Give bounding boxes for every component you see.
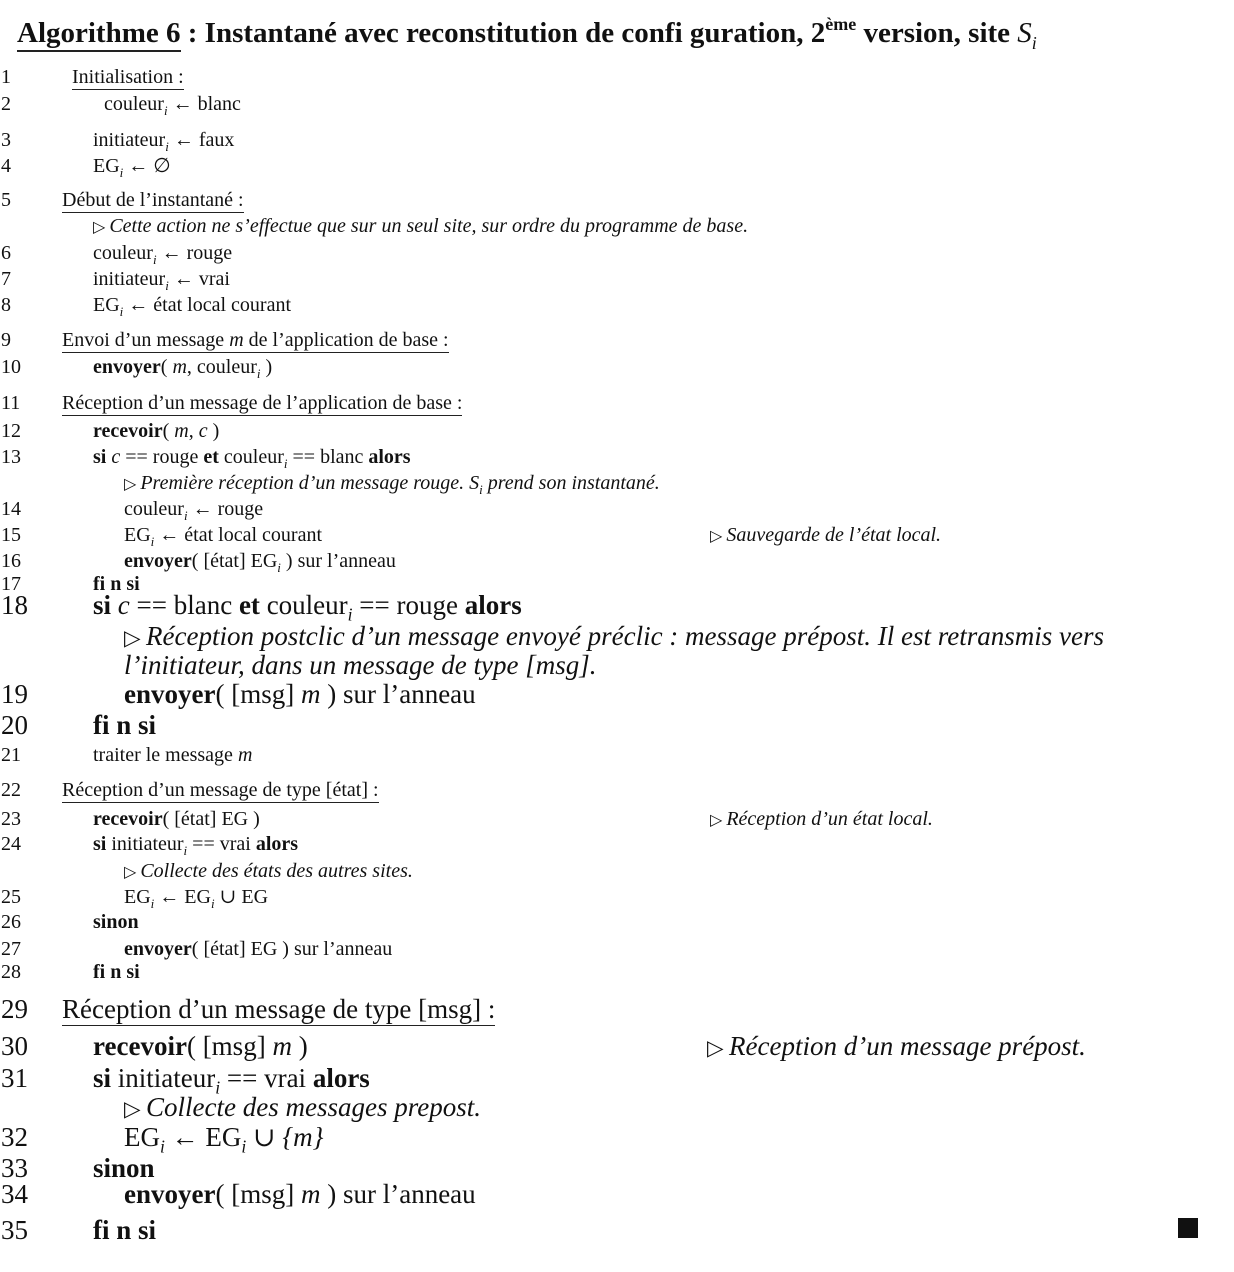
- comment-triangle-icon: ▷: [124, 476, 141, 493]
- line-number: 7: [1, 268, 11, 290]
- line-number: 29: [1, 994, 28, 1024]
- code-line-4: EGi ← ∅: [93, 155, 171, 180]
- comment-triangle-icon: ▷: [710, 812, 727, 829]
- comment-triangle-icon: ▷: [124, 1097, 147, 1121]
- line-number: 14: [1, 498, 21, 520]
- line-number: 3: [1, 129, 11, 151]
- code-line-30: recevoir( [msg] m ): [93, 1031, 308, 1061]
- title-text: Instantané avec reconstitution de confi …: [204, 17, 804, 49]
- line-number: 11: [1, 392, 21, 414]
- line-number: 17: [1, 573, 21, 595]
- line-number: 21: [1, 744, 21, 766]
- line-number: 22: [1, 779, 21, 801]
- algorithm-label: Algorithme 6: [17, 17, 181, 52]
- code-line-28: fi n si: [93, 961, 140, 983]
- code-line-2: couleuri ← blanc: [104, 93, 241, 118]
- line-number: 24: [1, 833, 21, 855]
- line-number: 28: [1, 961, 21, 983]
- end-of-algorithm-square-icon: [1178, 1218, 1198, 1238]
- code-line-33: sinon: [93, 1153, 155, 1183]
- code-line-25: EGi ← EGi ∪ EG: [124, 886, 269, 911]
- code-line-15: EGi ← état local courant: [124, 524, 323, 549]
- line-number: 32: [1, 1122, 28, 1152]
- code-line-18: si c == blanc et couleuri == rouge alors: [93, 590, 522, 625]
- title-rest: version, site: [856, 17, 1018, 49]
- line-number: 6: [1, 242, 11, 264]
- section-debut-instantane: Début de l’instantané :: [62, 189, 244, 213]
- code-line-7: initiateuri ← vrai: [93, 268, 230, 293]
- comment-line-30: ▷ Réception d’un message prépost.: [707, 1031, 1086, 1061]
- title-separator: :: [180, 17, 205, 49]
- code-line-20: fi n si: [93, 710, 157, 740]
- comment-line-18a: ▷ Réception postclic d’un message envoyé…: [124, 621, 1105, 651]
- line-number: 34: [1, 1179, 28, 1209]
- line-number: 4: [1, 155, 11, 177]
- comment-triangle-icon: ▷: [93, 219, 110, 236]
- line-number: 18: [1, 590, 28, 620]
- code-line-35: fi n si: [93, 1215, 157, 1245]
- code-line-24: si initiateuri == vrai alors: [93, 833, 299, 858]
- comment-line-18b: l’initiateur, dans un message de type [m…: [124, 650, 597, 680]
- code-line-26: sinon: [93, 911, 139, 933]
- line-number: 9: [1, 329, 11, 351]
- line-number: 31: [1, 1063, 28, 1093]
- code-line-17: fi n si: [93, 573, 140, 595]
- title-number: 2: [810, 17, 826, 49]
- comment-triangle-icon: ▷: [710, 528, 727, 545]
- algorithm-title: Algorithme 6 : Instantané avec reconstit…: [17, 14, 1037, 54]
- code-line-34: envoyer( [msg] m ) sur l’anneau: [124, 1179, 476, 1209]
- code-line-14: couleuri ← rouge: [124, 498, 264, 523]
- code-line-12: recevoir( m, c ): [93, 420, 220, 442]
- section-reception-msg: Réception d’un message de type [msg] :: [62, 994, 496, 1026]
- line-number: 26: [1, 911, 21, 933]
- line-number: 2: [1, 93, 11, 115]
- code-line-10: envoyer( m, couleuri ): [93, 356, 273, 381]
- code-line-6: couleuri ← rouge: [93, 242, 233, 267]
- line-number: 15: [1, 524, 21, 546]
- line-number: 20: [1, 710, 28, 740]
- code-line-27: envoyer( [état] EG ) sur l’anneau: [124, 938, 393, 960]
- comment-triangle-icon: ▷: [707, 1036, 730, 1060]
- line-number: 10: [1, 356, 21, 378]
- section-initialisation: Initialisation :: [72, 66, 184, 90]
- comment-line-15: ▷ Sauvegarde de l’état local.: [710, 524, 942, 546]
- line-number: 23: [1, 808, 21, 830]
- line-number: 13: [1, 446, 21, 468]
- line-number: 16: [1, 550, 21, 572]
- line-number: 12: [1, 420, 21, 442]
- section-reception-base: Réception d’un message de l’application …: [62, 392, 463, 416]
- code-line-23: recevoir( [état] EG ): [93, 808, 260, 830]
- line-number: 5: [1, 189, 11, 211]
- line-number: 25: [1, 886, 21, 908]
- code-line-13: si c == rouge et couleuri == blanc alors: [93, 446, 411, 471]
- line-number: 19: [1, 679, 28, 709]
- comment-triangle-icon: ▷: [124, 864, 141, 881]
- code-line-8: EGi ← état local courant: [93, 294, 292, 319]
- code-line-19: envoyer( [msg] m ) sur l’anneau: [124, 679, 476, 709]
- line-number: 1: [1, 66, 11, 88]
- line-number: 27: [1, 938, 21, 960]
- code-line-16: envoyer( [état] EGi ) sur l’anneau: [124, 550, 396, 575]
- line-number: 35: [1, 1215, 28, 1245]
- line-number: 33: [1, 1153, 28, 1183]
- comment-line-5: ▷ Cette action ne s’effectue que sur un …: [93, 215, 749, 237]
- comment-line-23: ▷ Réception d’un état local.: [710, 808, 933, 830]
- comment-line-24: ▷ Collecte des états des autres sites.: [124, 860, 413, 882]
- line-number: 30: [1, 1031, 28, 1061]
- section-envoi-message: Envoi d’un message m de l’application de…: [62, 329, 449, 353]
- section-reception-etat: Réception d’un message de type [état] :: [62, 779, 379, 803]
- comment-triangle-icon: ▷: [124, 626, 147, 650]
- code-line-21: traiter le message m: [93, 744, 253, 766]
- title-site-variable: Si: [1017, 17, 1037, 53]
- line-number: 8: [1, 294, 11, 316]
- code-line-3: initiateuri ← faux: [93, 129, 235, 154]
- code-line-32: EGi ← EGi ∪ {m}: [124, 1122, 324, 1157]
- comment-line-13: ▷ Première réception d’un message rouge.…: [124, 472, 660, 497]
- code-line-31: si initiateuri == vrai alors: [93, 1063, 370, 1098]
- title-superscript: ème: [825, 14, 857, 34]
- comment-line-31: ▷ Collecte des messages prepost.: [124, 1092, 481, 1122]
